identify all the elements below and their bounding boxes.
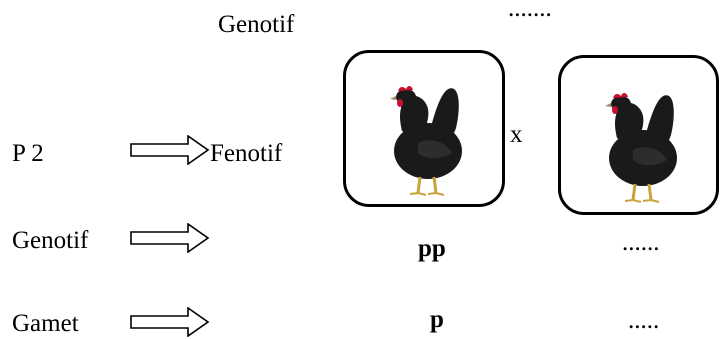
phenotype-label: Fenotif xyxy=(210,140,283,167)
gamete-arrow-icon xyxy=(130,307,210,337)
genotype-arrow-icon xyxy=(130,223,210,253)
genotype-label: Genotif xyxy=(12,227,89,254)
gamete-left-value: p xyxy=(430,306,444,333)
top-genotype-blank: ....... xyxy=(508,0,552,22)
left-hen-frame xyxy=(343,50,505,207)
top-genotype-label: Genotif xyxy=(218,11,295,38)
p2-label: P 2 xyxy=(12,140,44,167)
right-hen-frame xyxy=(558,55,719,215)
gamete-right-blank: ..... xyxy=(628,307,660,334)
gamete-label: Gamet xyxy=(12,310,79,337)
genotype-right-blank: ...... xyxy=(622,229,660,256)
black-hen-icon xyxy=(605,93,677,203)
cross-symbol: x xyxy=(510,121,523,148)
p2-arrow-icon xyxy=(130,135,210,165)
black-hen-icon xyxy=(390,86,462,196)
genotype-left-value: pp xyxy=(418,235,446,262)
